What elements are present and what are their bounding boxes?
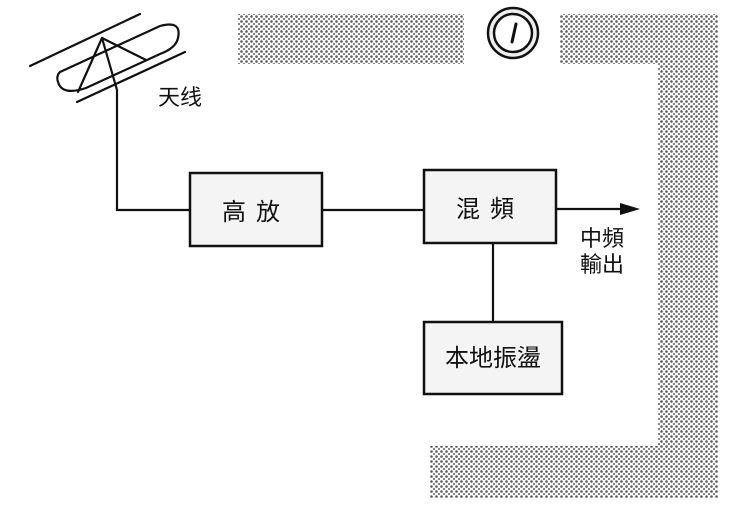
rf-amp-label: 高放 (222, 198, 290, 226)
output-arrow-head (620, 203, 640, 215)
mixer-block: 混頻 (422, 168, 558, 245)
antenna-label: 天线 (158, 86, 202, 111)
rf-amp-block: 高放 (188, 171, 324, 248)
antenna-to-rf-amp-line (115, 90, 190, 212)
shield-background (238, 14, 718, 498)
mixer-label: 混頻 (456, 195, 524, 223)
shield-bottom-band (430, 446, 718, 498)
antenna-icon (28, 12, 187, 104)
clock-icon (486, 6, 540, 60)
output-label-line2: 輸出 (580, 253, 624, 278)
output-label-line1: 中頻 (580, 227, 624, 252)
local-osc-block: 本地振盪 (422, 320, 564, 396)
local-osc-label: 本地振盪 (445, 344, 541, 372)
shield-top-left-band (238, 14, 464, 64)
shield-right-band (658, 14, 718, 498)
